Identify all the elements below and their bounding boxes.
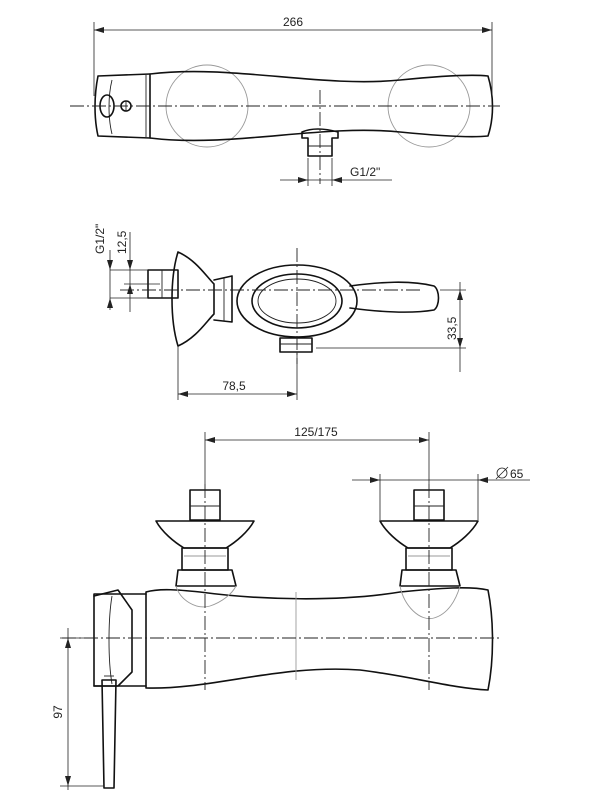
front-lever-cap [93,593,147,687]
front-body-curve-right [399,585,461,620]
dim-total-length: 266 [283,15,303,29]
dim-outlet-drop: 33,5 [445,316,459,340]
dim-rosette-diameter: 65 [510,467,524,481]
dim-inlet-spacing: 125/175 [294,425,338,439]
top-view: 266 G1/2" [70,15,500,186]
right-inlet-neck [399,569,461,587]
diameter-icon [496,467,508,479]
dim-lever-height: 97 [51,705,65,719]
side-view: G1/2" 12,5 78,5 33,5 [93,224,466,400]
front-view: 125/175 65 97 [51,425,530,790]
top-end-cap-ring [108,79,113,135]
dim-inlet-thread: G1/2" [350,165,380,179]
side-outlet [279,337,313,353]
front-body-curve-left [175,585,237,608]
dim-wall-offset: 78,5 [222,379,246,393]
top-end-cap [94,73,151,139]
dim-side-thread: G1/2" [93,224,107,254]
top-body-outline [149,70,494,142]
front-lever-top [93,589,133,687]
front-lever-handle [101,679,117,789]
top-outlet-nipple [301,128,339,157]
side-neck [213,275,233,323]
side-lever [349,281,440,313]
side-rosette [171,251,215,347]
front-body-outline [145,587,494,691]
dim-side-offset: 12,5 [115,230,129,254]
left-inlet-neck [175,569,237,587]
